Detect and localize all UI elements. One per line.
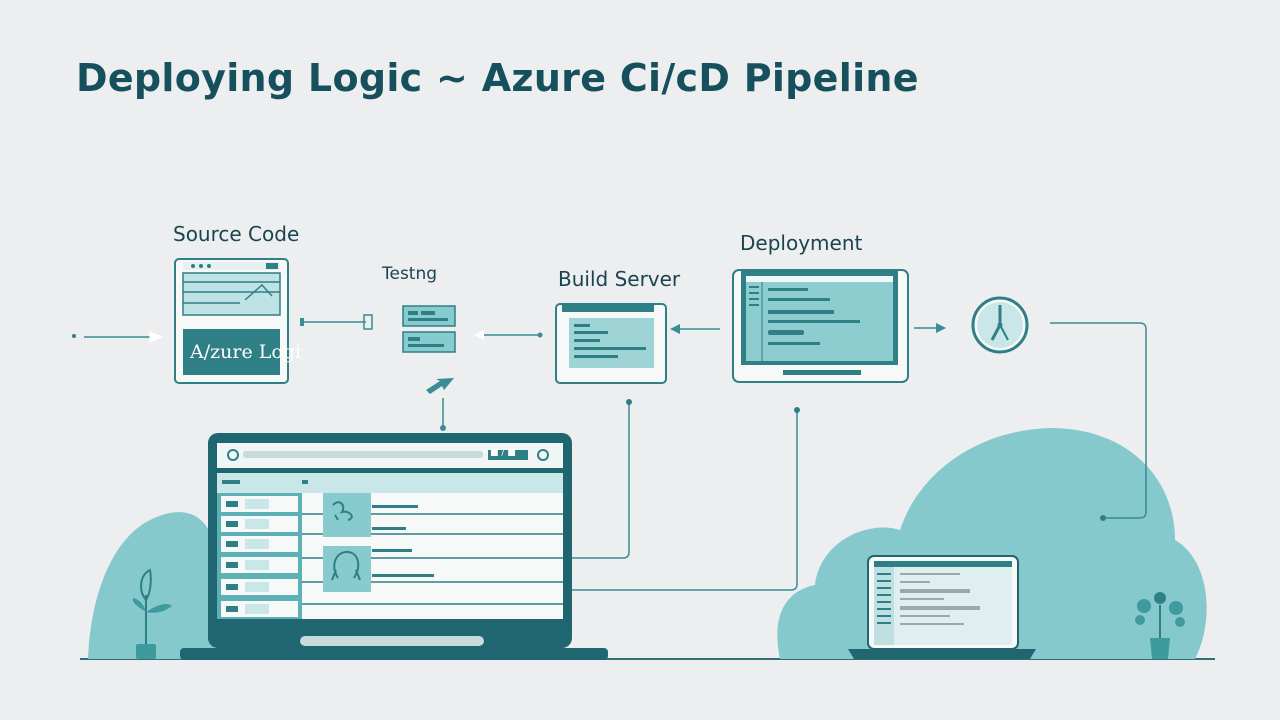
left-cloud [88,512,215,659]
testing-widgets [402,305,456,353]
stage-label-testing: Testng [382,264,438,284]
page-title: Deploying Logic ~ Azure Ci/cD Pipeline [76,56,919,100]
source-code-box [174,258,289,384]
arrow-icon-source-in [72,331,164,343]
source-box-caption: A/zure Logi [190,341,302,363]
main-laptop [180,433,608,660]
plant-icon-right [1135,592,1185,659]
build-server-box [555,303,667,384]
connector-clock-cloud [1050,322,1147,519]
arrow-icon-source-testing [300,314,373,330]
arrow-icon-build-testing [474,330,543,340]
stage-label-build-server: Build Server [558,267,681,291]
arrow-icon-testing-up [426,378,454,431]
connector-build-laptop [560,403,630,559]
stage-label-source-code: Source Code [173,222,300,246]
clock-icon [971,296,1029,354]
small-laptop [848,555,1036,659]
stage-label-deployment: Deployment [740,231,863,255]
connector-deploy-laptop [565,411,798,591]
plant-icon-left [132,568,172,659]
arrow-icon-deploy-clock [914,323,946,333]
arrow-icon-deploy-build [670,324,720,334]
laptop-toolbar-text: ■ / ■ [490,448,516,458]
deployment-monitor [732,269,909,383]
